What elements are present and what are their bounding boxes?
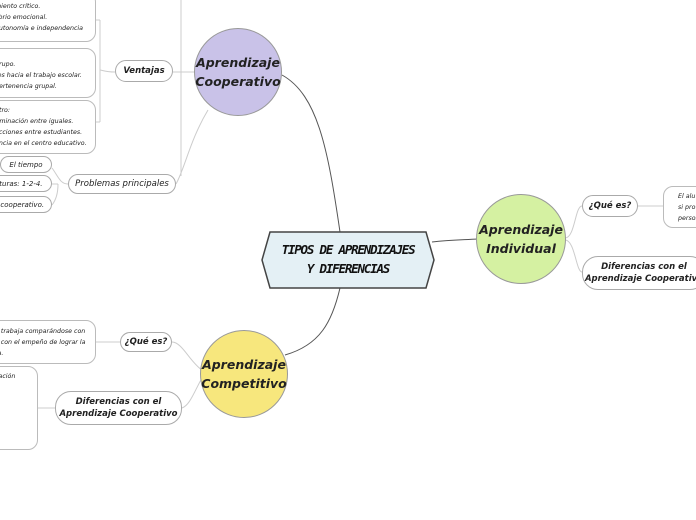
competitivo-quees-node[interactable]: ¿Qué es? bbox=[120, 332, 172, 352]
competitivo-quees-note: o trabaja comparándose con y con el empe… bbox=[0, 320, 96, 364]
link-cooperativo-problemas bbox=[175, 0, 209, 185]
problemas-item-cooperativo[interactable]: o cooperativo. bbox=[0, 196, 52, 213]
individual-node[interactable]: Aprendizaje Individual bbox=[476, 194, 566, 284]
link-individual-diferencias bbox=[564, 239, 583, 273]
individual-quees-node[interactable]: ¿Qué es? bbox=[582, 195, 638, 217]
link-competitivo-diferencias bbox=[181, 377, 203, 409]
ventajas-note-2: grupo. res hacia el trabajo escolar. per… bbox=[0, 48, 96, 98]
competitivo-diferencias-note: cación o r. . bbox=[0, 366, 38, 450]
ventajas-note-3: ntro: riminación entre iguales. acciones… bbox=[0, 100, 96, 154]
ventajas-note-1: miento crítico. librio emocional. autono… bbox=[0, 0, 96, 42]
ventajas-node[interactable]: Ventajas bbox=[115, 60, 173, 82]
competitivo-diferencias-node[interactable]: Diferencias con el Aprendizaje Cooperati… bbox=[55, 391, 182, 425]
problemas-item-tiempo[interactable]: El tiempo bbox=[0, 156, 52, 173]
individual-quees-note: El alu si pro person bbox=[663, 186, 696, 228]
link-individual-quees bbox=[564, 205, 583, 239]
link-competitivo-quees bbox=[171, 341, 203, 371]
link-central-cooperativo bbox=[281, 74, 341, 233]
central-topic[interactable]: TIPOS DE APRENDIZAJES Y DIFERENCIAS bbox=[281, 242, 416, 276]
cooperativo-node[interactable]: Aprendizaje Cooperativo bbox=[194, 28, 282, 116]
link-ventajas-trunk bbox=[99, 20, 116, 122]
individual-diferencias-node[interactable]: Diferencias con el Aprendizaje Cooperati… bbox=[582, 256, 696, 290]
problemas-item-estructuras[interactable]: cturas: 1-2-4. bbox=[0, 175, 52, 192]
problemas-node[interactable]: Problemas principales bbox=[68, 174, 176, 194]
link-central-competitivo bbox=[284, 287, 341, 356]
link-central-individual bbox=[431, 238, 479, 243]
competitivo-node[interactable]: Aprendizaje Competitivo bbox=[200, 330, 288, 418]
link-problemas-items bbox=[51, 167, 69, 206]
central-node-shape bbox=[261, 231, 435, 289]
